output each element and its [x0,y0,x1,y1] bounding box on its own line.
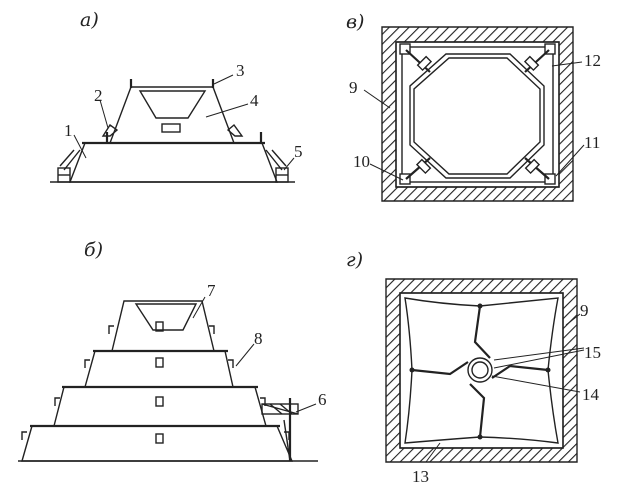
callout-4: 4 [250,91,259,110]
callout-15: 15 [584,343,601,362]
panel-a-formwork-side-view: а) [50,9,303,183]
panel-label-a: а) [80,9,99,31]
handle-bracket [161,123,181,133]
tier-3 [84,350,234,388]
callout-7: 7 [207,281,216,300]
jack-left [57,149,81,183]
callout-12: 12 [584,51,601,70]
callout-10: 10 [353,152,370,171]
lower-block [68,142,279,183]
callout-9-bottom: 9 [580,301,589,320]
panel-b-stepped-formwork: б) [18,239,327,462]
callout-5: 5 [294,142,303,161]
panel-label-v: в) [346,11,364,33]
upper-block [108,86,236,144]
scaffold-bracket [261,398,299,462]
octagon-formwork [409,53,545,179]
callout-8: 8 [254,329,263,348]
panel-g-plan-pinwheel: г) 15 14 13 9 [346,249,601,486]
diagonal-struts [405,49,550,180]
pinwheel-arms [409,303,551,440]
upper-opening [138,90,207,119]
tier-top-opening [134,303,198,331]
left-bracket [101,124,119,137]
callout-14: 14 [582,385,600,404]
right-bracket [226,123,244,137]
tier-top [111,300,215,352]
panel-label-b: б) [84,239,103,261]
callout-2: 2 [94,86,103,105]
callout-11: 11 [584,133,600,152]
callout-6: 6 [318,390,327,409]
callout-9-top: 9 [349,78,358,97]
fasteners [21,321,290,444]
jack-right [265,149,289,183]
panel-v-plan-octagon: в) 9 10 11 12 [346,11,601,202]
inner-frame [401,46,554,183]
panel-label-g: г) [346,249,363,271]
callout-13: 13 [412,467,429,486]
callout-1: 1 [64,121,73,140]
callout-3: 3 [236,61,245,80]
pinwheel-panels [404,297,559,444]
